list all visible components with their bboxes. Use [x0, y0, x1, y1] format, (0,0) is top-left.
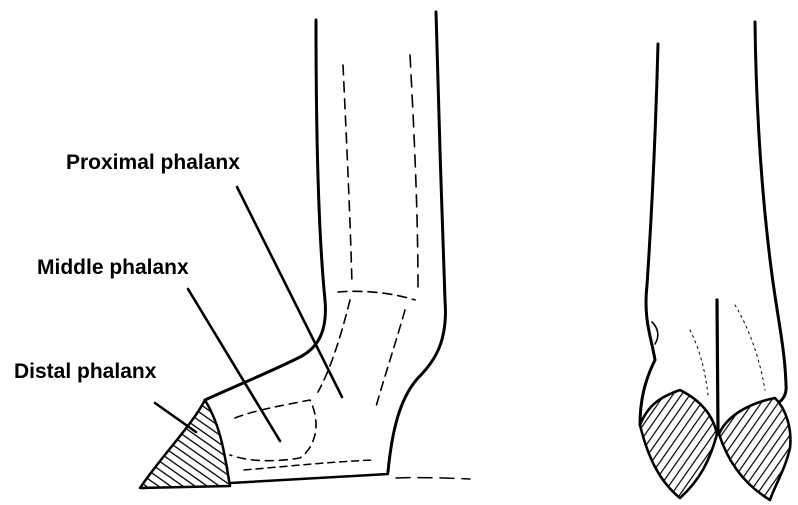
front-view-leg [640, 22, 786, 432]
cleft-line [717, 300, 718, 432]
distal-bone-dashes [210, 430, 372, 470]
bone-dashes-back [410, 55, 418, 290]
leader-distal [155, 403, 196, 432]
proximal-phalanx-label: Proximal phalanx [66, 152, 240, 173]
ground-marks [396, 478, 470, 479]
distal-phalanx-label: Distal phalanx [14, 361, 156, 382]
front-leg-outline-left [640, 44, 658, 425]
middle-phalanx-label: Middle phalanx [37, 257, 189, 278]
bone-dashes-upper [343, 65, 352, 285]
leader-proximal [237, 187, 342, 397]
front-hoof-right [719, 398, 790, 500]
front-hoof-left [640, 390, 717, 498]
front-leg-outline-right [755, 22, 786, 404]
leader-lines [155, 187, 342, 441]
dew-claw-mark [652, 322, 658, 344]
leg-outline-back [388, 12, 445, 472]
side-hoof [140, 400, 230, 488]
leg-outline-front [205, 20, 325, 400]
side-view-leg [142, 12, 470, 488]
joint-dashes [318, 291, 415, 410]
soft-shading [690, 305, 765, 395]
